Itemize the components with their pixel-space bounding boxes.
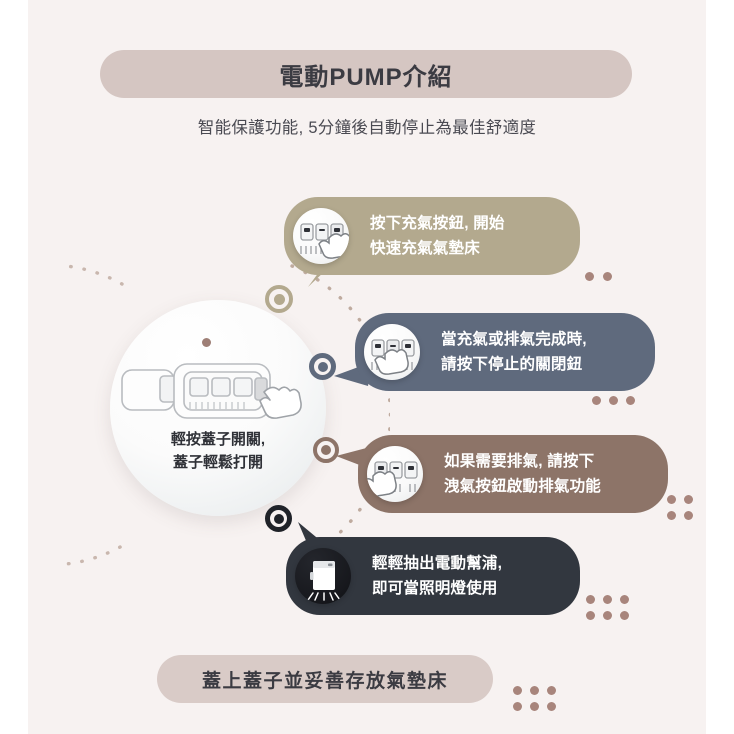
decor-dots-d [586, 595, 637, 627]
step-marker-3-core [321, 445, 331, 455]
hero-label: 輕按蓋子開關, 蓋子輕鬆打開 [110, 428, 326, 475]
step-bubble-1-text: 按下充氣按鈕, 開始 快速充氣氣墊床 [370, 211, 505, 261]
step-marker-1-core [273, 293, 285, 305]
step-bubble-3[interactable]: 如果需要排氣, 請按下 洩氣按鈕啟動排氣功能 [358, 435, 668, 513]
step-bubble-2-text: 當充氣或排氣完成時, 請按下停止的關閉鈕 [441, 327, 587, 377]
step-4-line1: 輕輕抽出電動幫浦, [372, 554, 503, 572]
subtitle: 智能保護功能, 5分鐘後自動停止為最佳舒適度 [197, 119, 537, 137]
pump-control-panel-deflate-icon [367, 446, 423, 502]
title-banner: 電動PUMP介紹 [100, 50, 632, 98]
step-marker-3[interactable] [313, 437, 339, 463]
step-bubble-4-text: 輕輕抽出電動幫浦, 即可當照明燈使用 [372, 551, 502, 601]
step-marker-4[interactable] [265, 505, 292, 532]
page-title: 電動PUMP介紹 [279, 63, 453, 91]
step-2-line1: 當充氣或排氣完成時, [441, 330, 587, 348]
step-bubble-4[interactable]: 輕輕抽出電動幫浦, 即可當照明燈使用 [286, 537, 580, 615]
hero-label-line2: 蓋子輕鬆打開 [172, 454, 263, 472]
step-1-line1: 按下充氣按鈕, 開始 [370, 214, 505, 232]
step-2-line2: 請按下停止的關閉鈕 [441, 356, 583, 373]
step-3-line2: 洩氣按鈕啟動排氣功能 [444, 478, 602, 495]
step-1-line2: 快速充氣氣墊床 [370, 240, 480, 257]
step-marker-2[interactable] [309, 353, 336, 380]
step-marker-4-core [273, 513, 284, 524]
hero-label-line1: 輕按蓋子開關, [170, 431, 266, 448]
decor-dots-a [585, 272, 621, 281]
air-pump-with-hand-icon [121, 363, 302, 419]
step-bubble-2[interactable]: 當充氣或排氣完成時, 請按下停止的關閉鈕 [355, 313, 655, 391]
footer-banner: 蓋上蓋子並妥善存放氣墊床 [157, 655, 493, 703]
pump-flashlight-icon [295, 548, 351, 604]
step-4-line2: 即可當照明燈使用 [372, 580, 498, 597]
hero-accent-dot [202, 338, 211, 347]
step-bubble-1[interactable]: 按下充氣按鈕, 開始 快速充氣氣墊床 [284, 197, 580, 275]
step-bubble-3-text: 如果需要排氣, 請按下 洩氣按鈕啟動排氣功能 [444, 449, 601, 499]
pump-control-panel-inflate-icon [293, 208, 349, 264]
decor-dots-e [513, 686, 564, 718]
step-marker-2-core [317, 361, 328, 372]
decor-dots-b [592, 396, 643, 405]
footer-text: 蓋上蓋子並妥善存放氣墊床 [201, 670, 448, 692]
step-marker-1[interactable] [265, 285, 293, 313]
pump-control-panel-stop-icon [364, 324, 420, 380]
step-3-line1: 如果需要排氣, 請按下 [444, 452, 595, 470]
decor-dots-c [667, 495, 701, 527]
